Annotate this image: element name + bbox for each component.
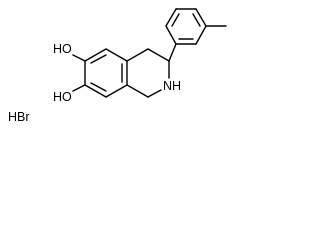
double-bond-inner-3	[90, 82, 107, 92]
bond-c6-c7	[105, 48, 128, 62]
hydroxyl-bonds	[72, 54, 86, 92]
aryl-double-bond-2	[192, 13, 201, 27]
bond-ar3-ar4	[195, 8, 207, 27]
bond-ar2-ar3	[195, 25, 207, 45]
bond-c6-oh	[72, 54, 86, 62]
bond-c3-aryl	[168, 43, 177, 62]
piperidine-ring	[126, 48, 170, 98]
bond-c9-c10	[84, 84, 107, 98]
hydroxyl-label-top: HO	[53, 42, 72, 56]
bond-c8-c9	[105, 84, 128, 98]
bond-c5-c6	[84, 48, 107, 62]
salt-label: HBr	[8, 110, 30, 124]
bond-ar5-ar6	[165, 8, 177, 27]
bond-c4a-c4	[126, 48, 149, 62]
hydroxyl-label-bottom: HO	[53, 90, 72, 104]
amine-label: NH	[163, 79, 181, 93]
bond-n2-c1	[147, 89, 162, 98]
bond-ar6-ar1	[165, 25, 177, 45]
bond-c4-c3	[147, 48, 170, 62]
bond-c1-c8a	[126, 84, 149, 98]
bond-c7-oh	[72, 84, 86, 92]
p-tolyl-group	[165, 8, 227, 62]
chemical-structure-diagram: HO HO NH HBr	[8, 8, 227, 124]
double-bond-inner-1	[90, 54, 107, 64]
benzene-ring-catechol	[84, 48, 128, 98]
aryl-double-bond-3	[171, 13, 180, 27]
